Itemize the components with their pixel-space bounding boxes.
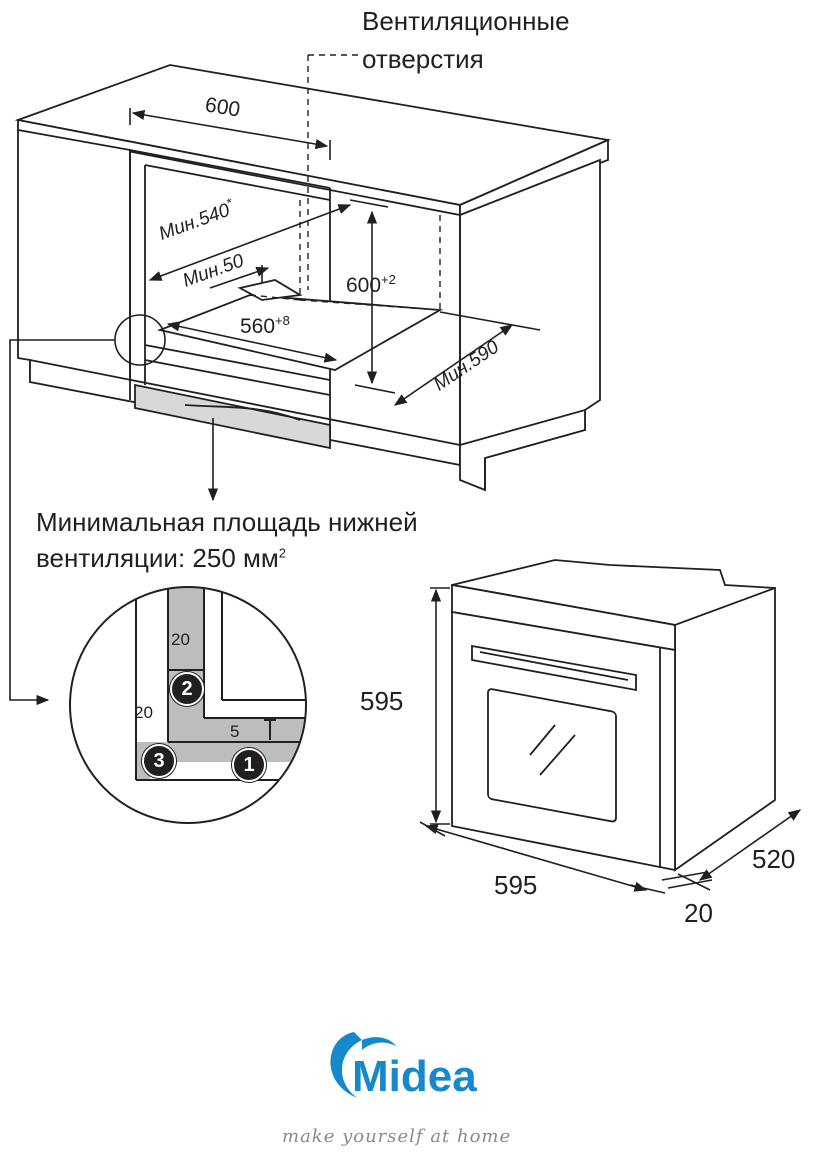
detail-dim-20-top: 20 xyxy=(171,630,190,649)
oven-drawing xyxy=(451,559,776,872)
brand-name: Midea xyxy=(352,1052,477,1101)
dim-height-600: 600+2 xyxy=(346,272,396,298)
vent-openings-label-line1: Вентиляционные xyxy=(362,6,570,36)
detail-dim-5: 5 xyxy=(230,722,240,741)
oven-width-label: 595 xyxy=(494,870,538,900)
oven-door-depth-label: 20 xyxy=(684,898,713,928)
dim-height-600-value: 600 xyxy=(346,274,382,297)
cabinet-drawing xyxy=(14,64,612,492)
bottom-vent-unit-sup: 2 xyxy=(278,545,286,561)
dim-depth-560-tol: +8 xyxy=(275,313,290,328)
detail-circle xyxy=(69,586,307,824)
badge-2: 2 xyxy=(170,672,204,706)
bottom-vent-value: вентиляции: 250 мм xyxy=(36,543,279,573)
vent-openings-label-line2: отверстия xyxy=(362,44,484,74)
oven-height-label: 595 xyxy=(360,686,404,716)
bottom-vent-label-line1: Минимальная площадь нижней xyxy=(36,507,418,537)
dim-height-600-tol: +2 xyxy=(381,272,396,287)
dim-depth-560-value: 560 xyxy=(240,315,276,338)
dim-depth-560: 560+8 xyxy=(240,313,290,339)
bottom-vent-label-line2: вентиляции: 250 мм2 xyxy=(36,543,286,574)
badge-3: 3 xyxy=(142,744,176,778)
detail-dim-20-left: 20 xyxy=(134,703,153,722)
brand-tagline: make yourself at home xyxy=(282,1126,512,1147)
badge-1: 1 xyxy=(232,748,266,782)
midea-logo-swoosh xyxy=(330,1032,396,1098)
oven-depth-label: 520 xyxy=(752,844,796,874)
